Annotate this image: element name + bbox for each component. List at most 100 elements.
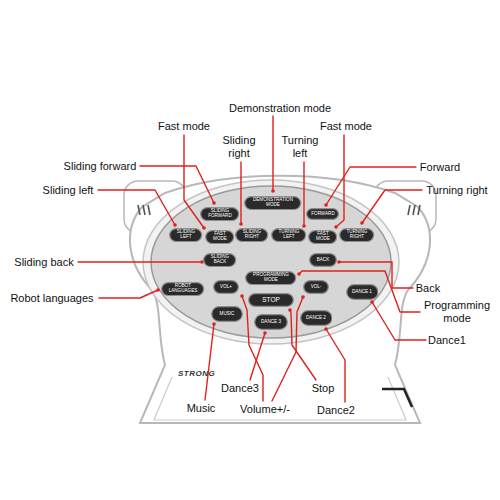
leader-line xyxy=(78,261,202,262)
button-label: TURNING RIGHT xyxy=(345,230,369,239)
callout-label: Sliding forward xyxy=(64,160,137,173)
button-label: FORWARD xyxy=(311,212,334,217)
callout-label: Volume+/- xyxy=(240,403,290,416)
button-outline xyxy=(346,285,377,300)
button-label: MUSIC xyxy=(220,312,235,317)
button-label: STOP xyxy=(262,297,280,304)
remote-button: SLIDING RIGHT xyxy=(235,228,268,242)
remote-button: DANCE 3 xyxy=(254,314,288,330)
base-line xyxy=(154,377,406,420)
button-label: DEMONSTRATION MODE xyxy=(250,198,296,207)
remote-button: FAST MODE xyxy=(308,230,337,244)
button-outline xyxy=(212,307,243,322)
leader-dot xyxy=(263,331,267,335)
leader-dot xyxy=(156,288,160,292)
remote-button: FAST MODE xyxy=(205,230,234,244)
grip-mark xyxy=(148,205,150,215)
remote-button: DANCE 1 xyxy=(346,284,379,300)
callout-label: Sliding back xyxy=(14,256,73,269)
callout-label: Stop xyxy=(312,382,335,395)
button-label: SLIDING FORWARD xyxy=(206,209,234,218)
remote-button: SLIDING LEFT xyxy=(169,228,202,242)
leader-dot xyxy=(200,260,204,264)
remote-button: VOL- xyxy=(303,280,329,294)
button-label: FAST MODE xyxy=(211,232,229,241)
leader-dot xyxy=(324,327,328,331)
leader-dot xyxy=(360,221,364,225)
callout-label: Turning right xyxy=(426,184,487,197)
remote-button: PROGRAMMING MODE xyxy=(245,271,296,285)
leader-dot xyxy=(173,223,177,227)
grip-mark xyxy=(138,205,140,215)
remote-button: SLIDING BACK xyxy=(203,253,236,267)
remote-button: ROBOT LANGUAGES xyxy=(161,282,204,296)
button-outline xyxy=(272,229,306,242)
brand-name: STRONG xyxy=(178,369,215,378)
leader-line xyxy=(99,290,158,298)
callout-label: Forward xyxy=(420,161,460,174)
remote-button: DANCE 2 xyxy=(300,310,333,326)
button-label: SLIDING LEFT xyxy=(175,230,197,239)
callout-label: Sliding left xyxy=(43,184,94,197)
leader-dot xyxy=(302,224,306,228)
remote-button: TURNING RIGHT xyxy=(339,228,374,242)
button-outline xyxy=(340,229,374,242)
leader-dot xyxy=(324,203,328,207)
button-label: TURNING LEFT xyxy=(277,230,301,239)
button-label: ROBOT LANGUAGES xyxy=(167,284,199,293)
callout-label: Programming mode xyxy=(422,299,492,325)
leader-line xyxy=(240,162,241,224)
remote-button: FORWARD xyxy=(306,208,339,220)
button-label: SLIDING RIGHT xyxy=(241,230,263,239)
leader-line xyxy=(303,162,304,226)
callout-label: Turning left xyxy=(277,134,323,160)
button-outline xyxy=(300,311,331,326)
leader-dot xyxy=(239,222,243,226)
button-outline xyxy=(162,283,204,296)
leader-dot xyxy=(301,295,305,299)
button-outline xyxy=(255,315,288,330)
leader-dot xyxy=(202,226,206,230)
button-label: DANCE 2 xyxy=(306,316,326,321)
grip-mark xyxy=(408,205,410,215)
button-outline xyxy=(246,272,296,285)
housing xyxy=(130,176,430,423)
callout-label: Sliding right xyxy=(216,134,262,160)
button-outline xyxy=(201,208,239,221)
button-label: DANCE 1 xyxy=(352,290,372,295)
leader-dot xyxy=(212,322,216,326)
button-panel xyxy=(151,186,391,338)
leader-dot xyxy=(288,308,292,312)
button-outline xyxy=(309,231,337,244)
callout-label: Dance3 xyxy=(221,382,259,395)
leader-line xyxy=(272,116,273,191)
button-outline xyxy=(245,197,301,210)
panel-rim xyxy=(143,180,399,344)
button-label: VOL+ xyxy=(220,285,232,290)
button-label: PROGRAMMING MODE xyxy=(251,273,291,282)
button-label: BACK xyxy=(317,258,330,263)
button-outline xyxy=(204,254,236,267)
button-label: SLIDING BACK xyxy=(209,255,231,264)
callout-label: Robot languages xyxy=(10,292,93,305)
leader-dot xyxy=(337,260,341,264)
remote-button: TURNING LEFT xyxy=(271,228,306,242)
callout-label: Fast mode xyxy=(158,120,210,133)
button-outline xyxy=(310,254,337,267)
callout-label: Music xyxy=(187,402,216,415)
grip-mark xyxy=(418,205,420,215)
leader-dot xyxy=(271,189,275,193)
remote-button: MUSIC xyxy=(211,306,243,322)
button-label: FAST MODE xyxy=(314,232,332,241)
remote-button: SLIDING FORWARD xyxy=(200,207,239,221)
remote-button: DEMONSTRATION MODE xyxy=(244,196,301,210)
leader-dot xyxy=(240,294,244,298)
remote-body: DEMONSTRATION MODE SLIDING FORWARD FORWARD… xyxy=(120,165,440,430)
grip-mark xyxy=(413,205,415,215)
button-outline xyxy=(307,209,339,220)
grip-mark xyxy=(143,205,145,215)
button-label: VOL- xyxy=(311,285,322,290)
remote-button: VOL+ xyxy=(213,280,239,294)
